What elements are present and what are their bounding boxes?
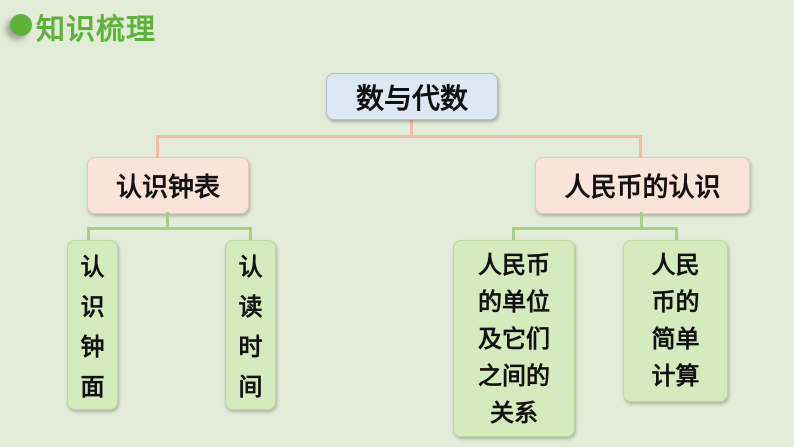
connector — [639, 135, 642, 158]
connector — [249, 227, 252, 241]
bullet-icon — [10, 14, 32, 36]
leaf-node: 人民 币的 简单 计算 — [623, 240, 728, 402]
connector — [87, 227, 90, 241]
branch-node-clock: 认识钟表 — [87, 157, 249, 214]
leaf-node: 人民币 的单位 及它们 之间的 关系 — [453, 240, 575, 437]
connector — [166, 212, 169, 229]
section-title: 知识梳理 — [36, 12, 157, 46]
root-node: 数与代数 — [326, 73, 498, 120]
connector — [156, 135, 159, 158]
connector — [410, 118, 413, 136]
connector — [512, 227, 515, 241]
connector — [156, 135, 642, 138]
connector — [675, 227, 678, 241]
branch-node-rmb: 人民币的认识 — [535, 157, 750, 214]
connector — [512, 227, 678, 230]
leaf-node: 认 读 时 间 — [225, 240, 276, 410]
leaf-node: 认 识 钟 面 — [67, 240, 118, 410]
connector — [87, 227, 252, 230]
connector — [640, 212, 643, 229]
